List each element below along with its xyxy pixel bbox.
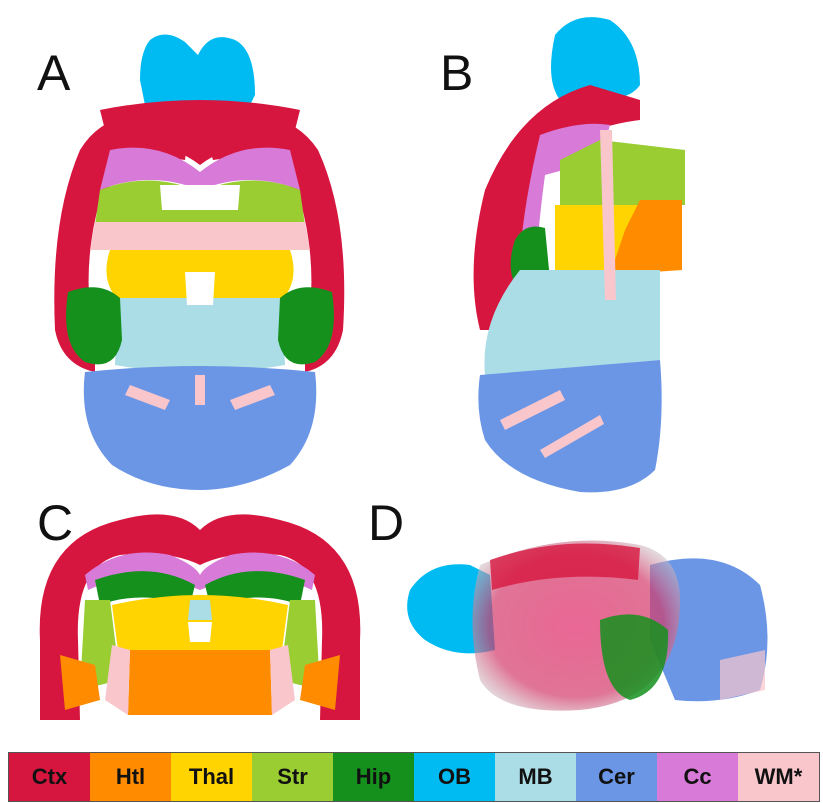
legend-label: OB: [438, 764, 471, 790]
panel-a-horizontal-section: [54, 34, 344, 490]
legend-item-cc: Cc: [657, 753, 738, 801]
panel-d-3d-render: [407, 541, 767, 711]
legend-label: Cer: [598, 764, 635, 790]
legend-item-htl: Htl: [90, 753, 171, 801]
legend-label: WM*: [755, 764, 803, 790]
region-wm: [90, 222, 310, 250]
panel-c-coronal-section: [40, 514, 361, 720]
legend-item-str: Str: [252, 753, 333, 801]
color-legend: Ctx Htl Thal Str Hip OB MB Cer Cc WM*: [8, 752, 820, 802]
legend-item-ctx: Ctx: [9, 753, 90, 801]
region-ob: [140, 34, 255, 105]
legend-item-cer: Cer: [576, 753, 657, 801]
legend-item-wm: WM*: [738, 753, 819, 801]
legend-label: Thal: [189, 764, 234, 790]
legend-label: MB: [518, 764, 552, 790]
legend-label: Cc: [683, 764, 711, 790]
legend-item-hip: Hip: [333, 753, 414, 801]
legend-item-thal: Thal: [171, 753, 252, 801]
region-mb: [115, 298, 285, 373]
legend-label: Ctx: [32, 764, 67, 790]
legend-item-mb: MB: [495, 753, 576, 801]
legend-label: Htl: [116, 764, 145, 790]
legend-label: Str: [277, 764, 308, 790]
legend-label: Hip: [356, 764, 391, 790]
panel-b-sagittal-section: [474, 17, 685, 492]
legend-item-ob: OB: [414, 753, 495, 801]
brain-atlas-figure: [0, 0, 823, 752]
